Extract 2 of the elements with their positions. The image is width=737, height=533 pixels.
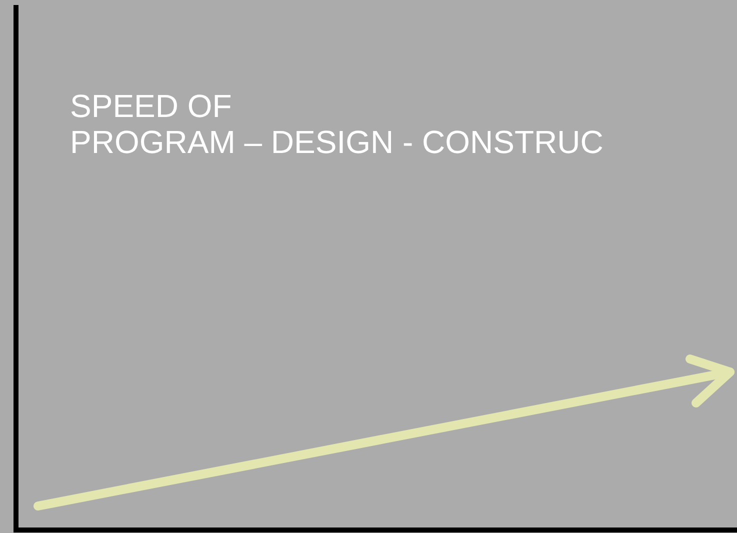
heading-text: SPEED OF xyxy=(70,88,232,124)
heading-text: PROGRAM – DESIGN - CONSTRUC xyxy=(70,124,604,160)
